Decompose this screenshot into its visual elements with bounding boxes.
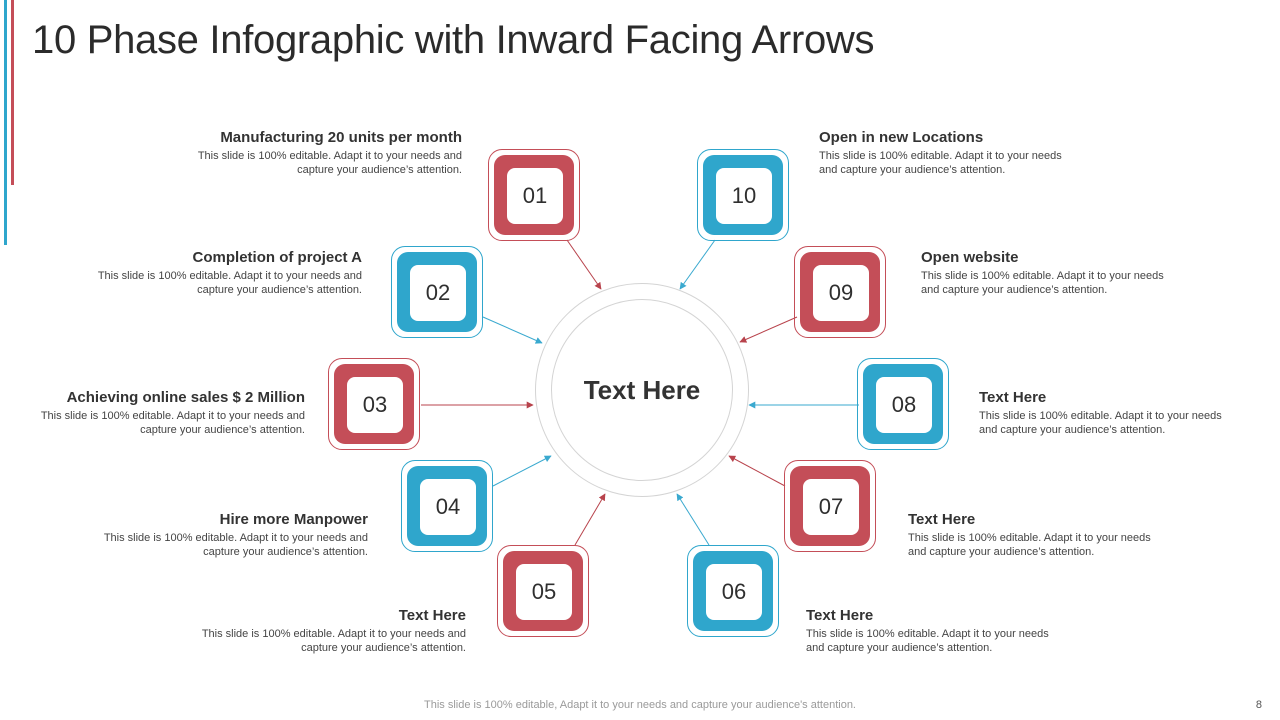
phase-box-04: 04 (401, 460, 493, 552)
phase-description: This slide is 100% editable. Adapt it to… (979, 410, 1222, 436)
phase-description: This slide is 100% editable. Adapt it to… (40, 410, 305, 436)
phase-label-09: Open website This slide is 100% editable… (921, 248, 1171, 297)
phase-label-07: Text Here This slide is 100% editable. A… (908, 510, 1158, 559)
page-number: 8 (1255, 699, 1262, 711)
phase-number: 04 (420, 479, 476, 535)
phase-heading: Achieving online sales $ 2 Million (66, 389, 305, 406)
phase-box-08: 08 (857, 358, 949, 450)
phase-description: This slide is 100% editable. Adapt it to… (97, 270, 362, 296)
phase-heading: Hire more Manpower (219, 511, 368, 528)
phase-heading: Text Here (979, 389, 1047, 406)
phase-number: 02 (410, 265, 466, 321)
phase-label-06: Text Here This slide is 100% editable. A… (806, 606, 1056, 655)
phase-heading: Manufacturing 20 units per month (220, 129, 462, 146)
phase-description: This slide is 100% editable. Adapt it to… (103, 532, 368, 558)
arrow-02 (482, 316, 543, 344)
phase-description: This slide is 100% editable. Adapt it to… (197, 150, 462, 176)
footer-note: This slide is 100% editable, Adapt it to… (424, 699, 856, 711)
phase-box-02: 02 (391, 246, 483, 338)
phase-box-10: 10 (697, 149, 789, 241)
phase-box-06: 06 (687, 545, 779, 637)
phase-label-08: Text Here This slide is 100% editable. A… (979, 388, 1229, 437)
accent-bar-red (11, 0, 14, 185)
phase-label-01: Manufacturing 20 units per month This sl… (162, 128, 462, 177)
center-text: Text Here (583, 374, 701, 405)
phase-description: This slide is 100% editable. Adapt it to… (806, 628, 1049, 654)
phase-heading: Text Here (908, 511, 976, 528)
phase-heading: Open in new Locations (819, 129, 984, 146)
phase-number: 01 (507, 168, 563, 224)
accent-bar-blue (4, 0, 7, 245)
phase-number: 06 (706, 564, 762, 620)
arrow-07 (728, 455, 786, 487)
phase-heading: Text Here (398, 607, 466, 624)
phase-box-01: 01 (488, 149, 580, 241)
phase-description: This slide is 100% editable. Adapt it to… (908, 532, 1151, 558)
phase-label-05: Text Here This slide is 100% editable. A… (166, 606, 466, 655)
arrow-09 (739, 316, 798, 343)
phase-description: This slide is 100% editable. Adapt it to… (819, 150, 1062, 176)
phase-number: 10 (716, 168, 772, 224)
phase-box-03: 03 (328, 358, 420, 450)
phase-heading: Completion of project A (192, 249, 362, 266)
arrow-10 (679, 239, 716, 290)
phase-box-07: 07 (784, 460, 876, 552)
phase-number: 09 (813, 265, 869, 321)
center-circle: Text Here (551, 299, 733, 481)
phase-description: This slide is 100% editable. Adapt it to… (201, 628, 466, 654)
arrow-06 (676, 493, 710, 546)
phase-label-02: Completion of project A This slide is 10… (62, 248, 362, 297)
arrow-05 (574, 493, 606, 546)
phase-number: 07 (803, 479, 859, 535)
phase-label-10: Open in new Locations This slide is 100%… (819, 128, 1069, 177)
arrow-04 (492, 455, 552, 487)
phase-box-05: 05 (497, 545, 589, 637)
phase-label-04: Hire more Manpower This slide is 100% ed… (68, 510, 368, 559)
phase-number: 08 (876, 377, 932, 433)
phase-label-03: Achieving online sales $ 2 Million This … (5, 388, 305, 437)
phase-heading: Open website (921, 249, 1019, 266)
phase-heading: Text Here (806, 607, 874, 624)
phase-number: 05 (516, 564, 572, 620)
phase-box-09: 09 (794, 246, 886, 338)
phase-number: 03 (347, 377, 403, 433)
phase-description: This slide is 100% editable. Adapt it to… (921, 270, 1164, 296)
slide-title: 10 Phase Infographic with Inward Facing … (32, 18, 875, 62)
arrow-01 (566, 239, 602, 290)
